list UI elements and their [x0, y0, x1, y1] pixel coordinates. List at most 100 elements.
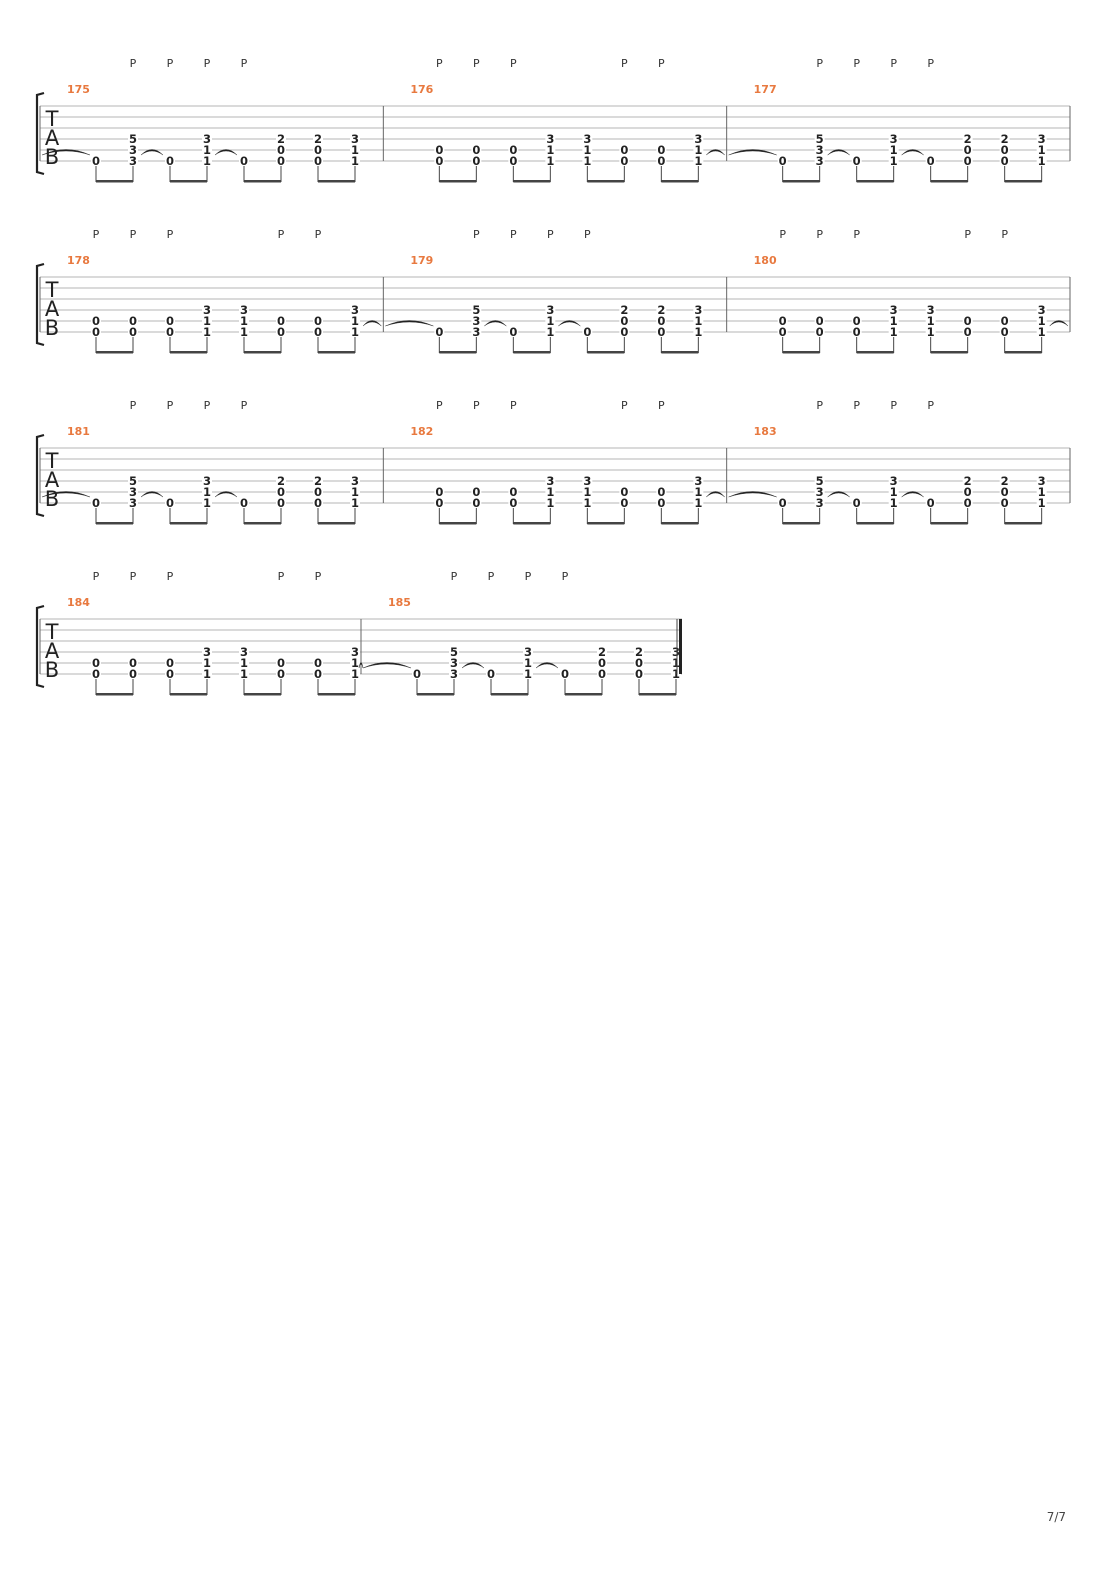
fret-background: [202, 133, 212, 145]
fret-number: 1: [203, 656, 211, 670]
tie-outgoing: [358, 662, 364, 669]
tie: [827, 491, 850, 498]
fret-number: 0: [927, 154, 935, 168]
fret-background: [582, 486, 593, 498]
beam: [587, 522, 625, 525]
palm-mute-mark: P: [927, 57, 934, 70]
fret-background: [545, 133, 556, 145]
fret-background: [582, 133, 593, 145]
fret-number: 0: [964, 485, 972, 499]
fret-number: 0: [964, 314, 972, 328]
fret-number: 0: [92, 325, 100, 339]
fret-number: 0: [1001, 496, 1009, 510]
fret-number: 5: [816, 132, 824, 146]
fret-background: [165, 657, 175, 669]
beam: [244, 351, 281, 354]
fret-number: 3: [240, 303, 248, 317]
palm-mute-mark: P: [816, 399, 823, 412]
beam: [318, 693, 355, 696]
system-bracket: [35, 91, 45, 176]
fret-number: 0: [314, 496, 322, 510]
fret-number: 0: [853, 496, 861, 510]
fret-background: [128, 133, 138, 145]
beam: [930, 180, 968, 183]
measure-number: 176: [410, 83, 433, 96]
fret-background: [449, 646, 459, 658]
fret-number: 1: [240, 667, 248, 681]
fret-background: [671, 646, 681, 658]
fret-number: 0: [472, 154, 480, 168]
palm-mute-mark: P: [241, 57, 248, 70]
palm-mute-mark: P: [562, 570, 569, 583]
fret-background: [582, 326, 593, 338]
fret-number: 1: [1038, 325, 1046, 339]
fret-background: [814, 133, 825, 145]
beam: [96, 522, 133, 525]
fret-background: [814, 326, 825, 338]
palm-mute-mark: P: [167, 57, 174, 70]
palm-mute-mark: P: [964, 228, 971, 241]
fret-number: 1: [546, 154, 554, 168]
fret-number: 0: [472, 485, 480, 499]
fret-background: [449, 668, 459, 680]
fret-number: 0: [435, 154, 443, 168]
fret-number: 0: [657, 325, 665, 339]
tie-incoming: [362, 662, 412, 669]
beam: [244, 522, 281, 525]
fret-background: [1036, 315, 1047, 327]
fret-background: [597, 657, 607, 669]
fret-background: [999, 144, 1010, 156]
fret-number: 1: [203, 143, 211, 157]
palm-mute-mark: P: [204, 399, 211, 412]
fret-number: 0: [92, 314, 100, 328]
fret-background: [508, 155, 519, 167]
tie-outgoing: [362, 320, 382, 327]
palm-mute-mark: P: [779, 228, 786, 241]
fret-number: 1: [672, 667, 680, 681]
beam: [318, 180, 355, 183]
fret-number: 0: [635, 656, 643, 670]
system-bracket: [35, 604, 45, 689]
fret-background: [276, 657, 286, 669]
palm-mute-mark: P: [547, 228, 554, 241]
fret-background: [545, 486, 556, 498]
fret-number: 3: [816, 496, 824, 510]
fret-number: 0: [435, 485, 443, 499]
fret-number: 1: [1038, 143, 1046, 157]
measure-number: 182: [410, 425, 433, 438]
fret-background: [671, 657, 681, 669]
fret-background: [276, 326, 286, 338]
fret-background: [693, 304, 704, 316]
fret-background: [1036, 497, 1047, 509]
palm-mute-mark: P: [890, 57, 897, 70]
tab-clef-letter: B: [45, 145, 59, 169]
fret-background: [999, 155, 1010, 167]
fret-number: 1: [351, 485, 359, 499]
fret-number: 0: [657, 143, 665, 157]
fret-background: [128, 155, 138, 167]
fret-background: [693, 326, 704, 338]
fret-background: [471, 155, 482, 167]
fret-background: [434, 486, 445, 498]
fret-number: 3: [129, 496, 137, 510]
fret-background: [634, 646, 644, 658]
fret-number: 1: [1038, 314, 1046, 328]
fret-number: 3: [524, 645, 532, 659]
system-bracket: [35, 433, 45, 518]
fret-background: [165, 668, 175, 680]
fret-number: 1: [694, 154, 702, 168]
fret-background: [814, 315, 825, 327]
fret-background: [239, 315, 249, 327]
fret-background: [91, 155, 101, 167]
fret-number: 3: [694, 132, 702, 146]
fret-background: [999, 486, 1010, 498]
fret-number: 2: [1001, 474, 1009, 488]
fret-background: [582, 497, 593, 509]
fret-background: [202, 326, 212, 338]
fret-number: 1: [203, 485, 211, 499]
fret-background: [128, 144, 138, 156]
palm-mute-mark: P: [621, 399, 628, 412]
